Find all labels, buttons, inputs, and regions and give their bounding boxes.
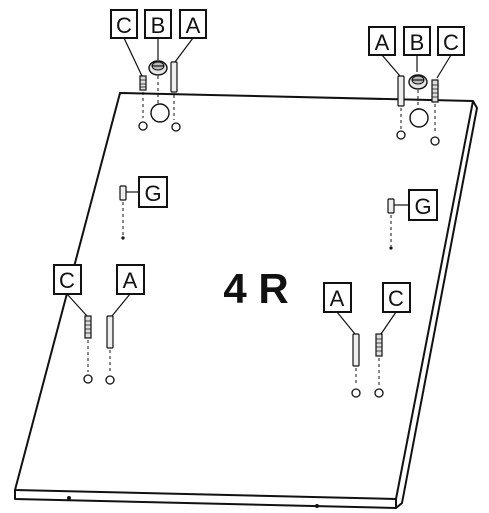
hardware-group-top-left: C B A [110, 9, 207, 132]
label-box-text: G [414, 194, 431, 219]
label-box-A: A [116, 264, 145, 295]
cam-bolt-icon [375, 333, 383, 386]
drill-hole [105, 375, 115, 385]
hardware-group-top-right: A B C [368, 26, 465, 146]
label-box-C: C [53, 264, 82, 295]
hardware-group-bottom-left: C A [53, 264, 145, 385]
label-box-B: B [403, 26, 431, 56]
label-box-text: C [443, 30, 459, 55]
cam-bolt-icon [431, 79, 439, 134]
leader-line [123, 37, 194, 77]
label-box-text: C [388, 286, 404, 311]
panel-front-edge [14, 490, 397, 509]
label-box-text: B [151, 13, 166, 38]
label-box-B: B [144, 9, 172, 39]
cam-hole [150, 103, 170, 123]
leader-line [381, 54, 452, 79]
label-box-A: A [323, 282, 352, 313]
panel-label: 4 R [223, 265, 288, 312]
cam-lock-icon [148, 60, 168, 104]
wooden-dowel-icon [106, 315, 114, 372]
label-box-A: A [179, 9, 207, 39]
drill-hole [430, 136, 440, 146]
leader-line [66, 293, 131, 317]
drill-hole [351, 388, 361, 398]
wooden-dowel-icon [397, 75, 405, 130]
edge-hole [315, 504, 319, 508]
label-box-text: A [375, 30, 390, 55]
drill-hole [83, 374, 93, 384]
screw-pin-icon [119, 185, 127, 240]
hardware-group-mid-right: G [387, 189, 438, 250]
drill-hole [396, 130, 406, 140]
panel-board [14, 92, 478, 509]
drill-hole [138, 121, 148, 131]
wooden-dowel-icon [352, 333, 360, 386]
label-box-A: A [368, 26, 396, 56]
drill-hole [171, 122, 181, 132]
label-box-text: A [330, 286, 345, 311]
label-box-text: A [186, 13, 201, 38]
label-box-G: G [408, 189, 438, 221]
label-box-text: C [59, 268, 75, 293]
cam-hole [409, 108, 429, 128]
label-box-C: C [382, 282, 411, 313]
screw-pin-icon [387, 198, 395, 250]
cam-bolt-icon [139, 75, 147, 118]
wooden-dowel-icon [170, 61, 178, 120]
label-box-text: G [144, 181, 161, 206]
label-box-C: C [437, 26, 465, 56]
label-box-text: B [410, 30, 425, 55]
drill-hole [374, 388, 384, 398]
hardware-group-mid-left: G [119, 176, 168, 240]
label-box-G: G [138, 176, 168, 208]
hardware-group-bottom-right: A C [323, 282, 411, 398]
label-box-C: C [110, 9, 138, 39]
panel-side-edge [395, 100, 478, 509]
label-box-text: A [123, 268, 138, 293]
cam-lock-icon [408, 74, 428, 110]
edge-hole [67, 496, 71, 500]
cam-bolt-icon [84, 315, 92, 372]
leader-line [336, 311, 397, 335]
label-box-text: C [116, 13, 132, 38]
